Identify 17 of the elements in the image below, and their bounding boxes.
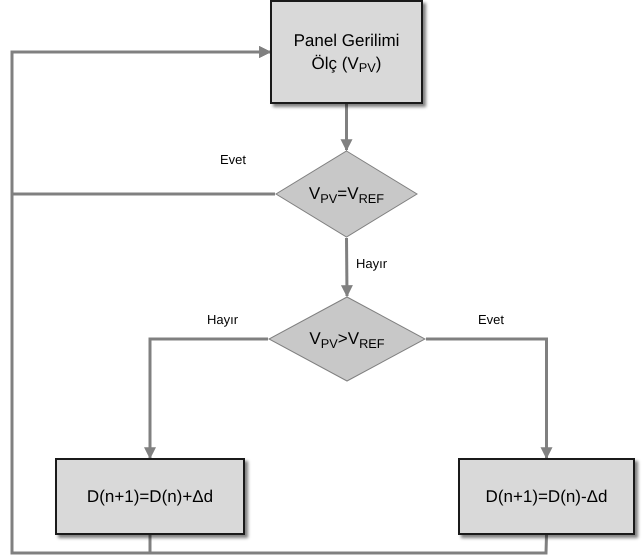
arrow — [426, 338, 552, 460]
arrow — [10, 46, 548, 554]
arrow — [340, 104, 352, 152]
node-text: V$_{PV}$>V$_{REF}$ — [309, 328, 385, 351]
process-box — [55, 458, 245, 535]
decision-diamond — [275, 150, 418, 238]
arrow — [144, 338, 268, 460]
node-text: D(n+1)=D(n)-Δd — [486, 486, 608, 508]
edge-label: Hayır — [354, 256, 390, 272]
node-text: Panel Gerilimi Ölç (V$_{PV}$) — [292, 30, 400, 76]
decision-diamond — [268, 296, 426, 382]
edge-label: Hayır — [205, 312, 240, 328]
node-text: V$_{PV}$=V$_{REF}$ — [308, 183, 384, 206]
process-box — [458, 458, 635, 535]
process-box — [270, 0, 423, 104]
node-text: D(n+1)=D(n)+Δd — [86, 486, 214, 508]
arrow — [340, 238, 353, 298]
